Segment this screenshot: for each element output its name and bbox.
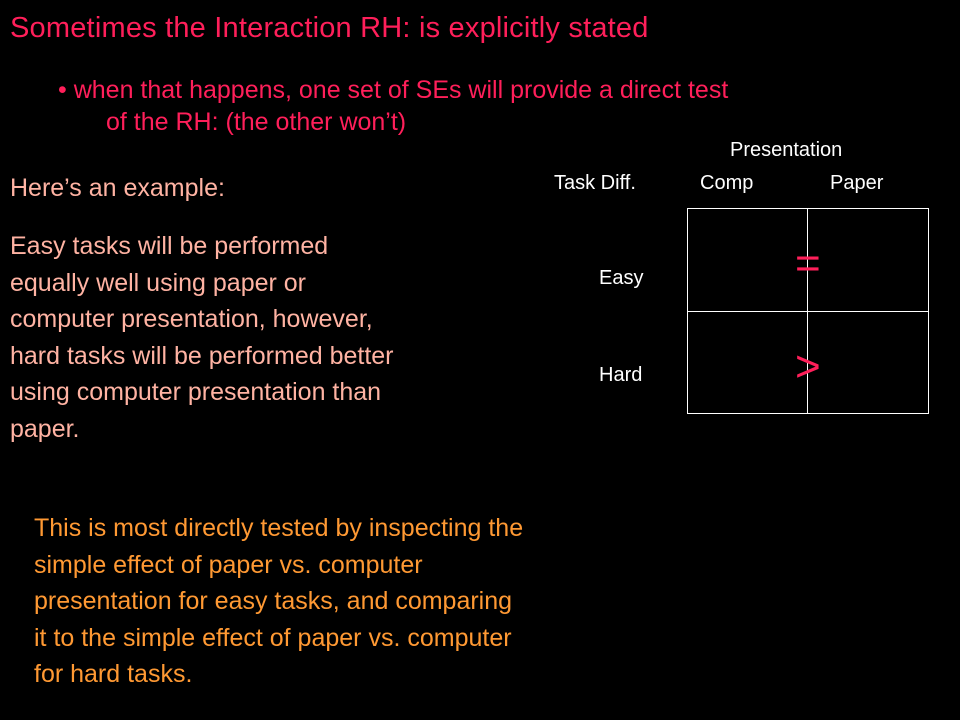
bullet-marker: • <box>58 76 67 104</box>
easy-relation-symbol: = <box>795 239 821 288</box>
design-grid <box>687 208 929 414</box>
conclusion-line: for hard tasks. <box>34 660 193 688</box>
row-label-easy: Easy <box>599 267 644 289</box>
conclusion-paragraph: This is most directly tested by inspecti… <box>34 510 674 693</box>
grid-horizontal-divider <box>688 311 928 312</box>
column-factor-label: Presentation <box>730 139 843 161</box>
hypothesis-line: Easy tasks will be performed <box>10 232 329 260</box>
conclusion-line: it to the simple effect of paper vs. com… <box>34 623 512 652</box>
bullet-point: • when that happens, one set of SEs will… <box>58 74 938 138</box>
bullet-line-2: of the RH: (the other won’t) <box>106 108 407 136</box>
row-factor-label: Task Diff. <box>554 172 636 194</box>
column-header-comp: Comp <box>700 172 754 194</box>
hypothesis-paragraph: Easy tasks will be performed equally wel… <box>10 228 520 447</box>
hypothesis-line: equally well using paper or <box>10 268 307 297</box>
column-header-paper: Paper <box>830 172 884 194</box>
hypothesis-line: using computer presentation than <box>10 378 382 406</box>
example-heading: Here’s an example: <box>10 174 225 202</box>
conclusion-line: This is most directly tested by inspecti… <box>34 514 524 542</box>
hypothesis-line: paper. <box>10 414 80 443</box>
row-label-hard: Hard <box>599 364 643 386</box>
slide-title: Sometimes the Interaction RH: is explici… <box>10 12 649 44</box>
conclusion-line: presentation for easy tasks, and compari… <box>34 587 513 615</box>
hard-relation-symbol: > <box>795 342 821 391</box>
bullet-line-1: when that happens, one set of SEs will p… <box>73 76 729 104</box>
hypothesis-line: hard tasks will be performed better <box>10 341 394 370</box>
hypothesis-line: computer presentation, however, <box>10 305 373 333</box>
conclusion-line: simple effect of paper vs. computer <box>34 550 423 579</box>
